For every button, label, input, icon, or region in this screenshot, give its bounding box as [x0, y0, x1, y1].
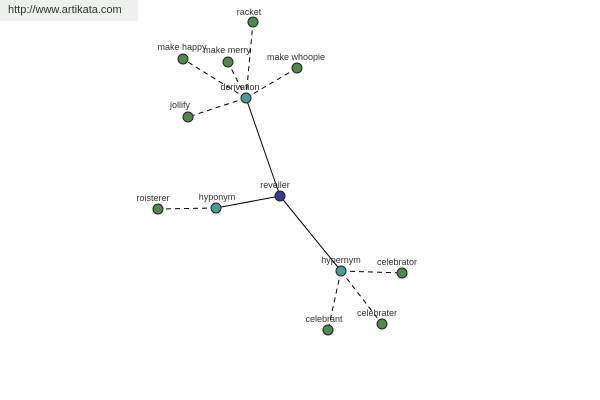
- node-label-make-whoopie: make whoopie: [267, 52, 325, 62]
- edge-derivation-racket: [245, 21, 254, 99]
- edge-reveller-hypernym: [279, 195, 342, 272]
- watermark-url: http://www.artikata.com: [0, 0, 138, 21]
- node-label-celebrater: celebrater: [357, 308, 397, 318]
- node-celebrant[interactable]: [322, 324, 334, 336]
- edges-layer: [157, 21, 403, 331]
- edge-reveller-derivation: [245, 97, 281, 197]
- node-racket[interactable]: [247, 16, 259, 28]
- node-reveller[interactable]: [274, 190, 286, 202]
- node-label-hypernym: hypernym: [321, 255, 361, 265]
- node-make-whoopie[interactable]: [291, 62, 303, 74]
- edge-derivation-jollify: [187, 97, 247, 118]
- node-label-celebrator: celebrator: [377, 257, 417, 267]
- edge-hypernym-celebrater: [340, 270, 383, 325]
- node-label-jollify: jollify: [169, 100, 191, 110]
- edge-hypernym-celebrator: [340, 270, 403, 274]
- node-roisterer[interactable]: [152, 203, 164, 215]
- node-label-make-happy: make happy: [157, 42, 207, 52]
- node-jollify[interactable]: [182, 111, 194, 123]
- node-label-reveller: reveller: [260, 180, 290, 190]
- node-celebrator[interactable]: [396, 267, 408, 279]
- edge-reveller-hyponym: [215, 195, 281, 209]
- node-hyponym[interactable]: [210, 202, 222, 214]
- node-celebrater[interactable]: [376, 318, 388, 330]
- node-label-make-merry: make merry: [203, 45, 251, 55]
- node-label-derivation: derivation: [220, 82, 259, 92]
- edge-hyponym-roisterer: [157, 207, 217, 210]
- node-label-racket: racket: [237, 7, 262, 17]
- labels-layer: reveller derivation hyponym hypernym racket m…: [136, 7, 417, 324]
- node-derivation[interactable]: [240, 92, 252, 104]
- edge-derivation-make-merry: [227, 61, 247, 99]
- nodes-layer: [152, 16, 408, 336]
- node-label-roisterer: roisterer: [136, 193, 169, 203]
- node-label-hyponym: hyponym: [199, 192, 236, 202]
- node-label-celebrant: celebrant: [305, 314, 343, 324]
- edge-hypernym-celebrant: [327, 270, 342, 331]
- edge-derivation-make-happy: [182, 58, 247, 99]
- node-make-happy[interactable]: [177, 53, 189, 65]
- node-make-merry[interactable]: [222, 56, 234, 68]
- node-hypernym[interactable]: [335, 265, 347, 277]
- edge-derivation-make-whoopie: [245, 67, 298, 99]
